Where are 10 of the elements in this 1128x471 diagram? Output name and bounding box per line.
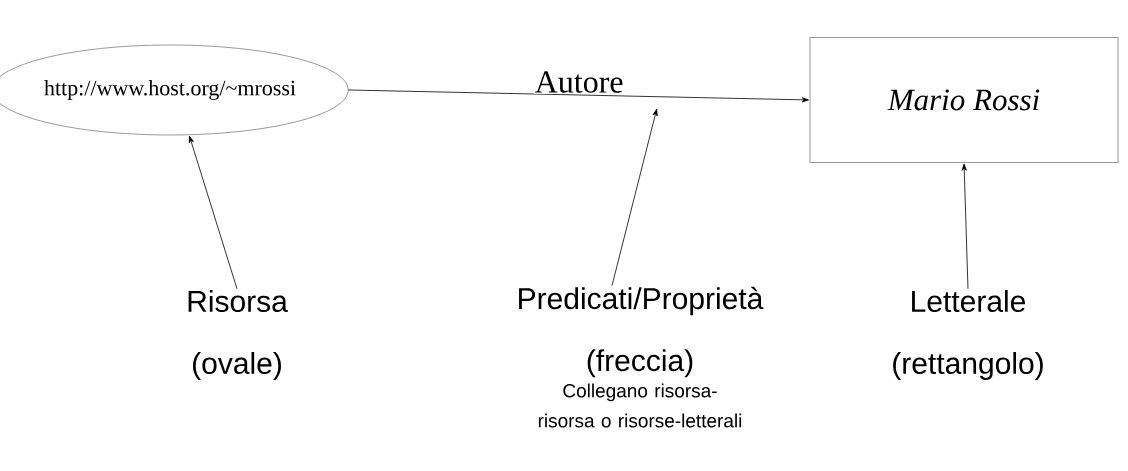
literal-box: Mario Rossi — [809, 37, 1119, 163]
leader-line — [188, 135, 238, 290]
arrow — [348, 89, 809, 103]
label-text: Predicati/Proprietà (freccia) — [519, 286, 764, 378]
label-text: Letterale (rettangolo) — [893, 290, 1043, 380]
caption-text: Collegano risorsa-risorsa o risorse-letterali — [538, 383, 742, 428]
leader-line — [961, 163, 969, 290]
leader-line — [611, 108, 658, 287]
edge-label: Autore — [533, 70, 625, 94]
label-text: Risorsa (ovale) — [188, 290, 288, 380]
